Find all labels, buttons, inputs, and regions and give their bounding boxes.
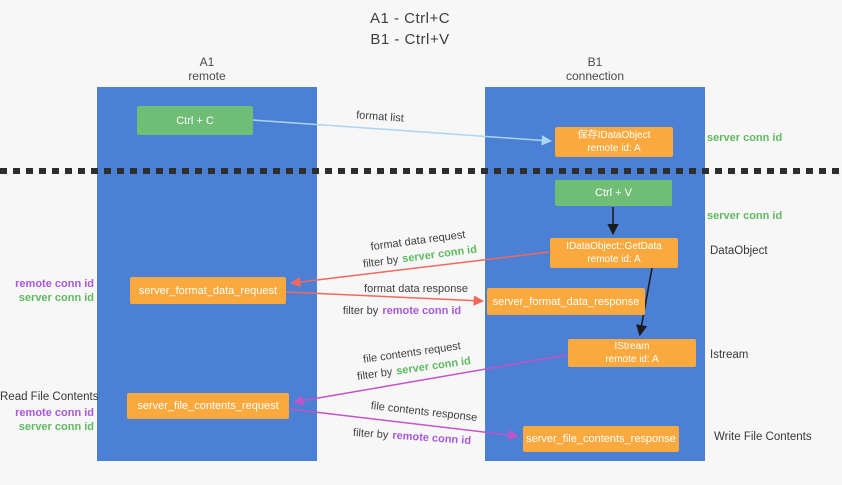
lane-left-role: remote bbox=[188, 69, 226, 83]
annotation-server-conn-id-left-1: server conn id bbox=[18, 292, 94, 304]
node-istream-line2: remote id: A bbox=[605, 354, 659, 365]
annotation-server-conn-id-mid: server conn id bbox=[707, 210, 783, 222]
annotation-server-conn-id-left-2: server conn id bbox=[18, 421, 94, 433]
edge-label-format-list: format list bbox=[355, 109, 405, 125]
node-idataobject-getdata: IDataObject::GetData remote id: A bbox=[550, 238, 678, 268]
lane-right-name: B1 bbox=[587, 55, 603, 69]
filter-by-text: filter by bbox=[352, 426, 389, 442]
title-line-2: B1 - Ctrl+V bbox=[370, 31, 450, 48]
node-ctrl-v: Ctrl + V bbox=[555, 180, 672, 206]
node-file-request-label: server_file_contents_request bbox=[137, 400, 279, 412]
node-getdata-line1: IDataObject::GetData bbox=[566, 241, 662, 252]
node-getdata-line2: remote id: A bbox=[587, 254, 641, 265]
remote-conn-id-text: remote conn id bbox=[382, 305, 462, 317]
node-ctrl-v-label: Ctrl + V bbox=[595, 187, 632, 199]
session-divider-dotted-line bbox=[0, 168, 842, 174]
node-ctrl-c: Ctrl + C bbox=[137, 106, 253, 135]
filter-by-text: filter by bbox=[342, 305, 379, 317]
diagram-title: A1 - Ctrl+C B1 - Ctrl+V bbox=[250, 8, 570, 50]
node-istream-line1: IStream bbox=[614, 341, 650, 352]
lane-right-role: connection bbox=[565, 69, 625, 83]
annotation-istream: Istream bbox=[710, 349, 749, 361]
annotation-remote-conn-id-left-2: remote conn id bbox=[15, 407, 94, 419]
node-format-response-label: server_format_data_response bbox=[492, 295, 640, 308]
node-server-format-data-response: server_format_data_response bbox=[487, 288, 645, 315]
edge-label-format-data-response: format data response bbox=[364, 283, 468, 295]
lane-header-left: A1 remote bbox=[97, 55, 317, 83]
annotation-read-file-contents: Read File Contents bbox=[0, 391, 99, 403]
filter-by-text: filter by bbox=[362, 253, 400, 271]
annotation-write-file-contents: Write File Contents bbox=[714, 431, 812, 443]
annotation-server-conn-id-top: server conn id bbox=[707, 132, 783, 144]
node-save-idataobject: 保存IDataObject remote id: A bbox=[555, 127, 673, 157]
node-format-request-label: server_format_data_request bbox=[138, 284, 278, 297]
node-save-idataobject-line2: remote id: A bbox=[587, 143, 641, 154]
lane-header-right: B1 connection bbox=[485, 55, 705, 83]
remote-conn-id-text: remote conn id bbox=[391, 429, 472, 448]
node-server-file-contents-response: server_file_contents_response bbox=[523, 426, 679, 452]
title-line-1: A1 - Ctrl+C bbox=[369, 10, 451, 27]
annotation-remote-conn-id-left-1: remote conn id bbox=[15, 278, 94, 290]
node-save-idataobject-line1: 保存IDataObject bbox=[577, 130, 651, 141]
lane-left-name: A1 bbox=[199, 55, 215, 69]
edge-label-file-contents-response: file contents response bbox=[370, 399, 478, 425]
node-istream: IStream remote id: A bbox=[568, 339, 696, 367]
node-server-file-contents-request: server_file_contents_request bbox=[127, 393, 289, 419]
node-ctrl-c-label: Ctrl + C bbox=[176, 114, 214, 127]
annotation-dataobject: DataObject bbox=[710, 245, 768, 257]
filter-by-text: filter by bbox=[356, 366, 394, 383]
node-server-format-data-request: server_format_data_request bbox=[130, 277, 286, 304]
node-file-response-label: server_file_contents_response bbox=[526, 433, 676, 445]
